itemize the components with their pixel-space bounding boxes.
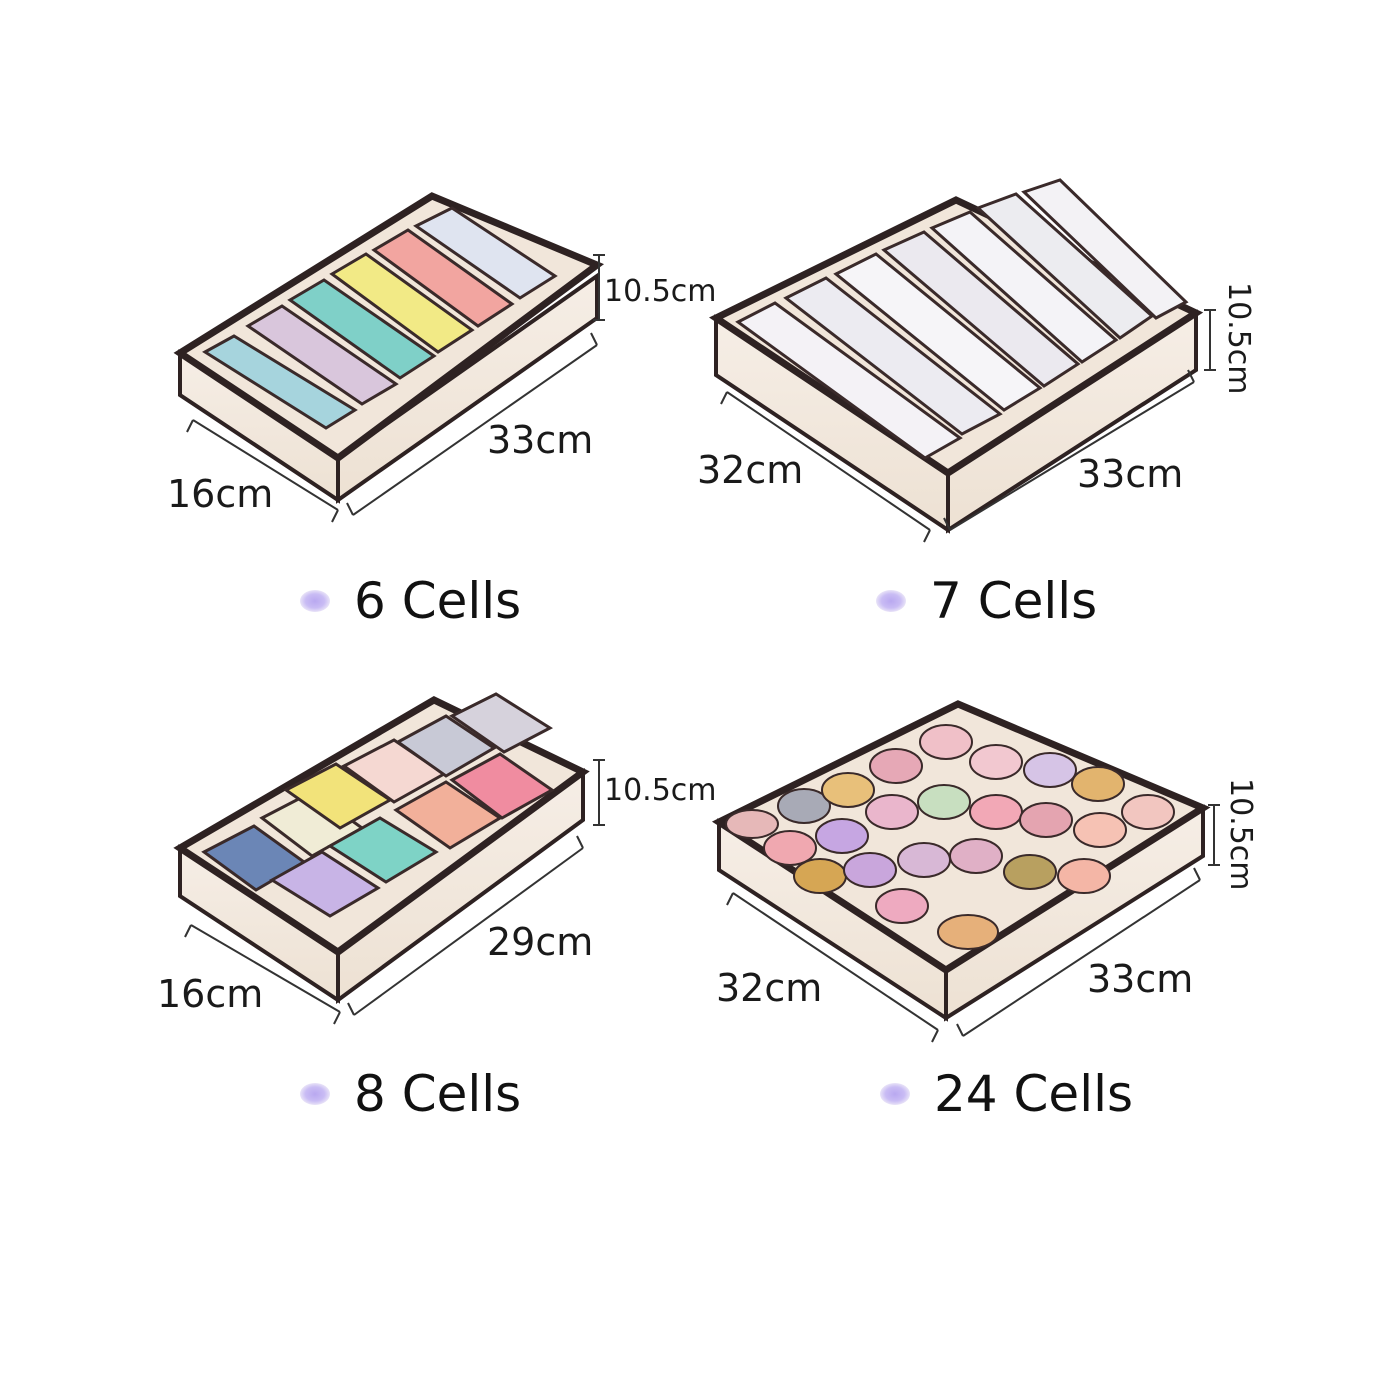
organizer-8-cells: [173, 692, 605, 1025]
caption-text: 6 Cells: [354, 572, 522, 630]
folded-items: [735, 178, 1189, 460]
folded-items: [202, 206, 558, 430]
caption-6-cells: 6 Cells: [300, 572, 521, 630]
height-label: 10.5cm: [604, 773, 717, 808]
box-side-right: [336, 272, 599, 504]
organizer-7-cells: [709, 178, 1216, 543]
width-label: 16cm: [157, 972, 264, 1016]
bullet-dot-icon: [876, 590, 906, 612]
length-label: 29cm: [487, 920, 594, 964]
organizer-24-cells: [711, 700, 1220, 1043]
bullet-dot-icon: [300, 590, 330, 612]
length-label: 33cm: [487, 418, 594, 462]
caption-7-cells: 7 Cells: [876, 572, 1097, 630]
folded-items: [201, 692, 555, 918]
height-label: 10.5cm: [604, 274, 717, 309]
folded-items: [725, 724, 1175, 950]
width-label: 16cm: [167, 472, 274, 516]
height-label: 10.5cm: [1223, 778, 1258, 891]
caption-text: 7 Cells: [930, 572, 1098, 630]
caption-24-cells: 24 Cells: [880, 1065, 1133, 1123]
length-label: 33cm: [1087, 957, 1194, 1001]
organizer-6-cells: [173, 192, 605, 523]
caption-text: 24 Cells: [934, 1065, 1134, 1123]
height-label: 10.5cm: [1221, 282, 1256, 395]
bullet-dot-icon: [880, 1083, 910, 1105]
width-label: 32cm: [716, 966, 823, 1010]
length-label: 33cm: [1077, 452, 1184, 496]
bullet-dot-icon: [300, 1083, 330, 1105]
caption-8-cells: 8 Cells: [300, 1065, 521, 1123]
caption-text: 8 Cells: [354, 1065, 522, 1123]
width-label: 32cm: [697, 448, 804, 492]
